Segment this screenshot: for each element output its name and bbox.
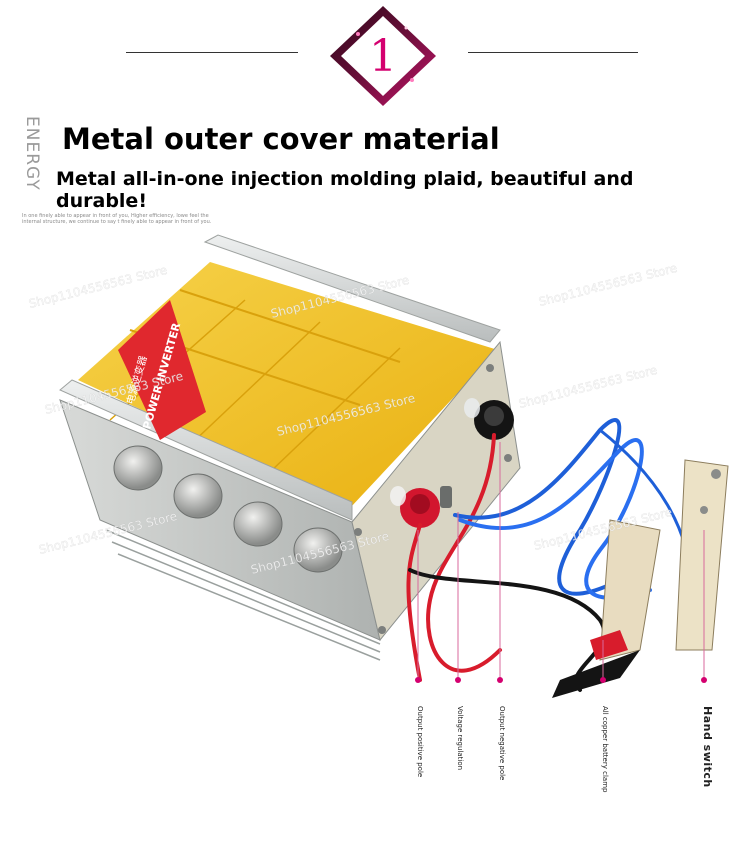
watermark-6: Shop1104556563 Store — [517, 363, 658, 411]
callout-output-positive: Output positive pole — [416, 706, 424, 778]
headline: Metal outer cover material — [62, 122, 500, 156]
callout-output-negative: Output negative pole — [498, 706, 506, 781]
badge-number: 1 — [369, 30, 397, 82]
red-label — [118, 300, 206, 440]
callout-voltage-regulation: Voltage regulation — [456, 706, 464, 771]
transistor-row — [113, 445, 343, 573]
watermark-3: Shop1104556563 Store — [537, 261, 678, 309]
side-energy-label: ENERGY — [22, 116, 42, 191]
callout-hand-switch: Hand switch — [701, 706, 714, 788]
top-rule-left — [126, 52, 298, 53]
callout-battery-clamp: All copper battery clamp — [601, 706, 609, 793]
battery-clamp-right — [675, 459, 729, 651]
fine-print: In one finely able to appear in front of… — [22, 213, 212, 225]
positive-terminal — [390, 486, 440, 528]
watermark-1: Shop1104556563 Store — [27, 263, 168, 311]
callout-dots — [415, 677, 707, 683]
voltage-knob — [440, 486, 452, 508]
cable-bundle — [406, 418, 693, 692]
yellow-top-cover — [78, 262, 498, 508]
battery-clamp-left — [552, 519, 661, 698]
diamond-badge-icon — [330, 6, 436, 106]
callout-lines — [417, 442, 705, 680]
inverter-product-image: POWER INVERTER 电源逆变器 Shop1104556563 Stor… — [27, 234, 729, 698]
negative-terminal — [464, 398, 514, 440]
subheadline: Metal all-in-one injection molding plaid… — [56, 168, 634, 212]
side-energy-text: ENERGY — [22, 116, 44, 208]
top-rule-right — [468, 52, 638, 53]
step-badge: 1 — [328, 4, 438, 108]
